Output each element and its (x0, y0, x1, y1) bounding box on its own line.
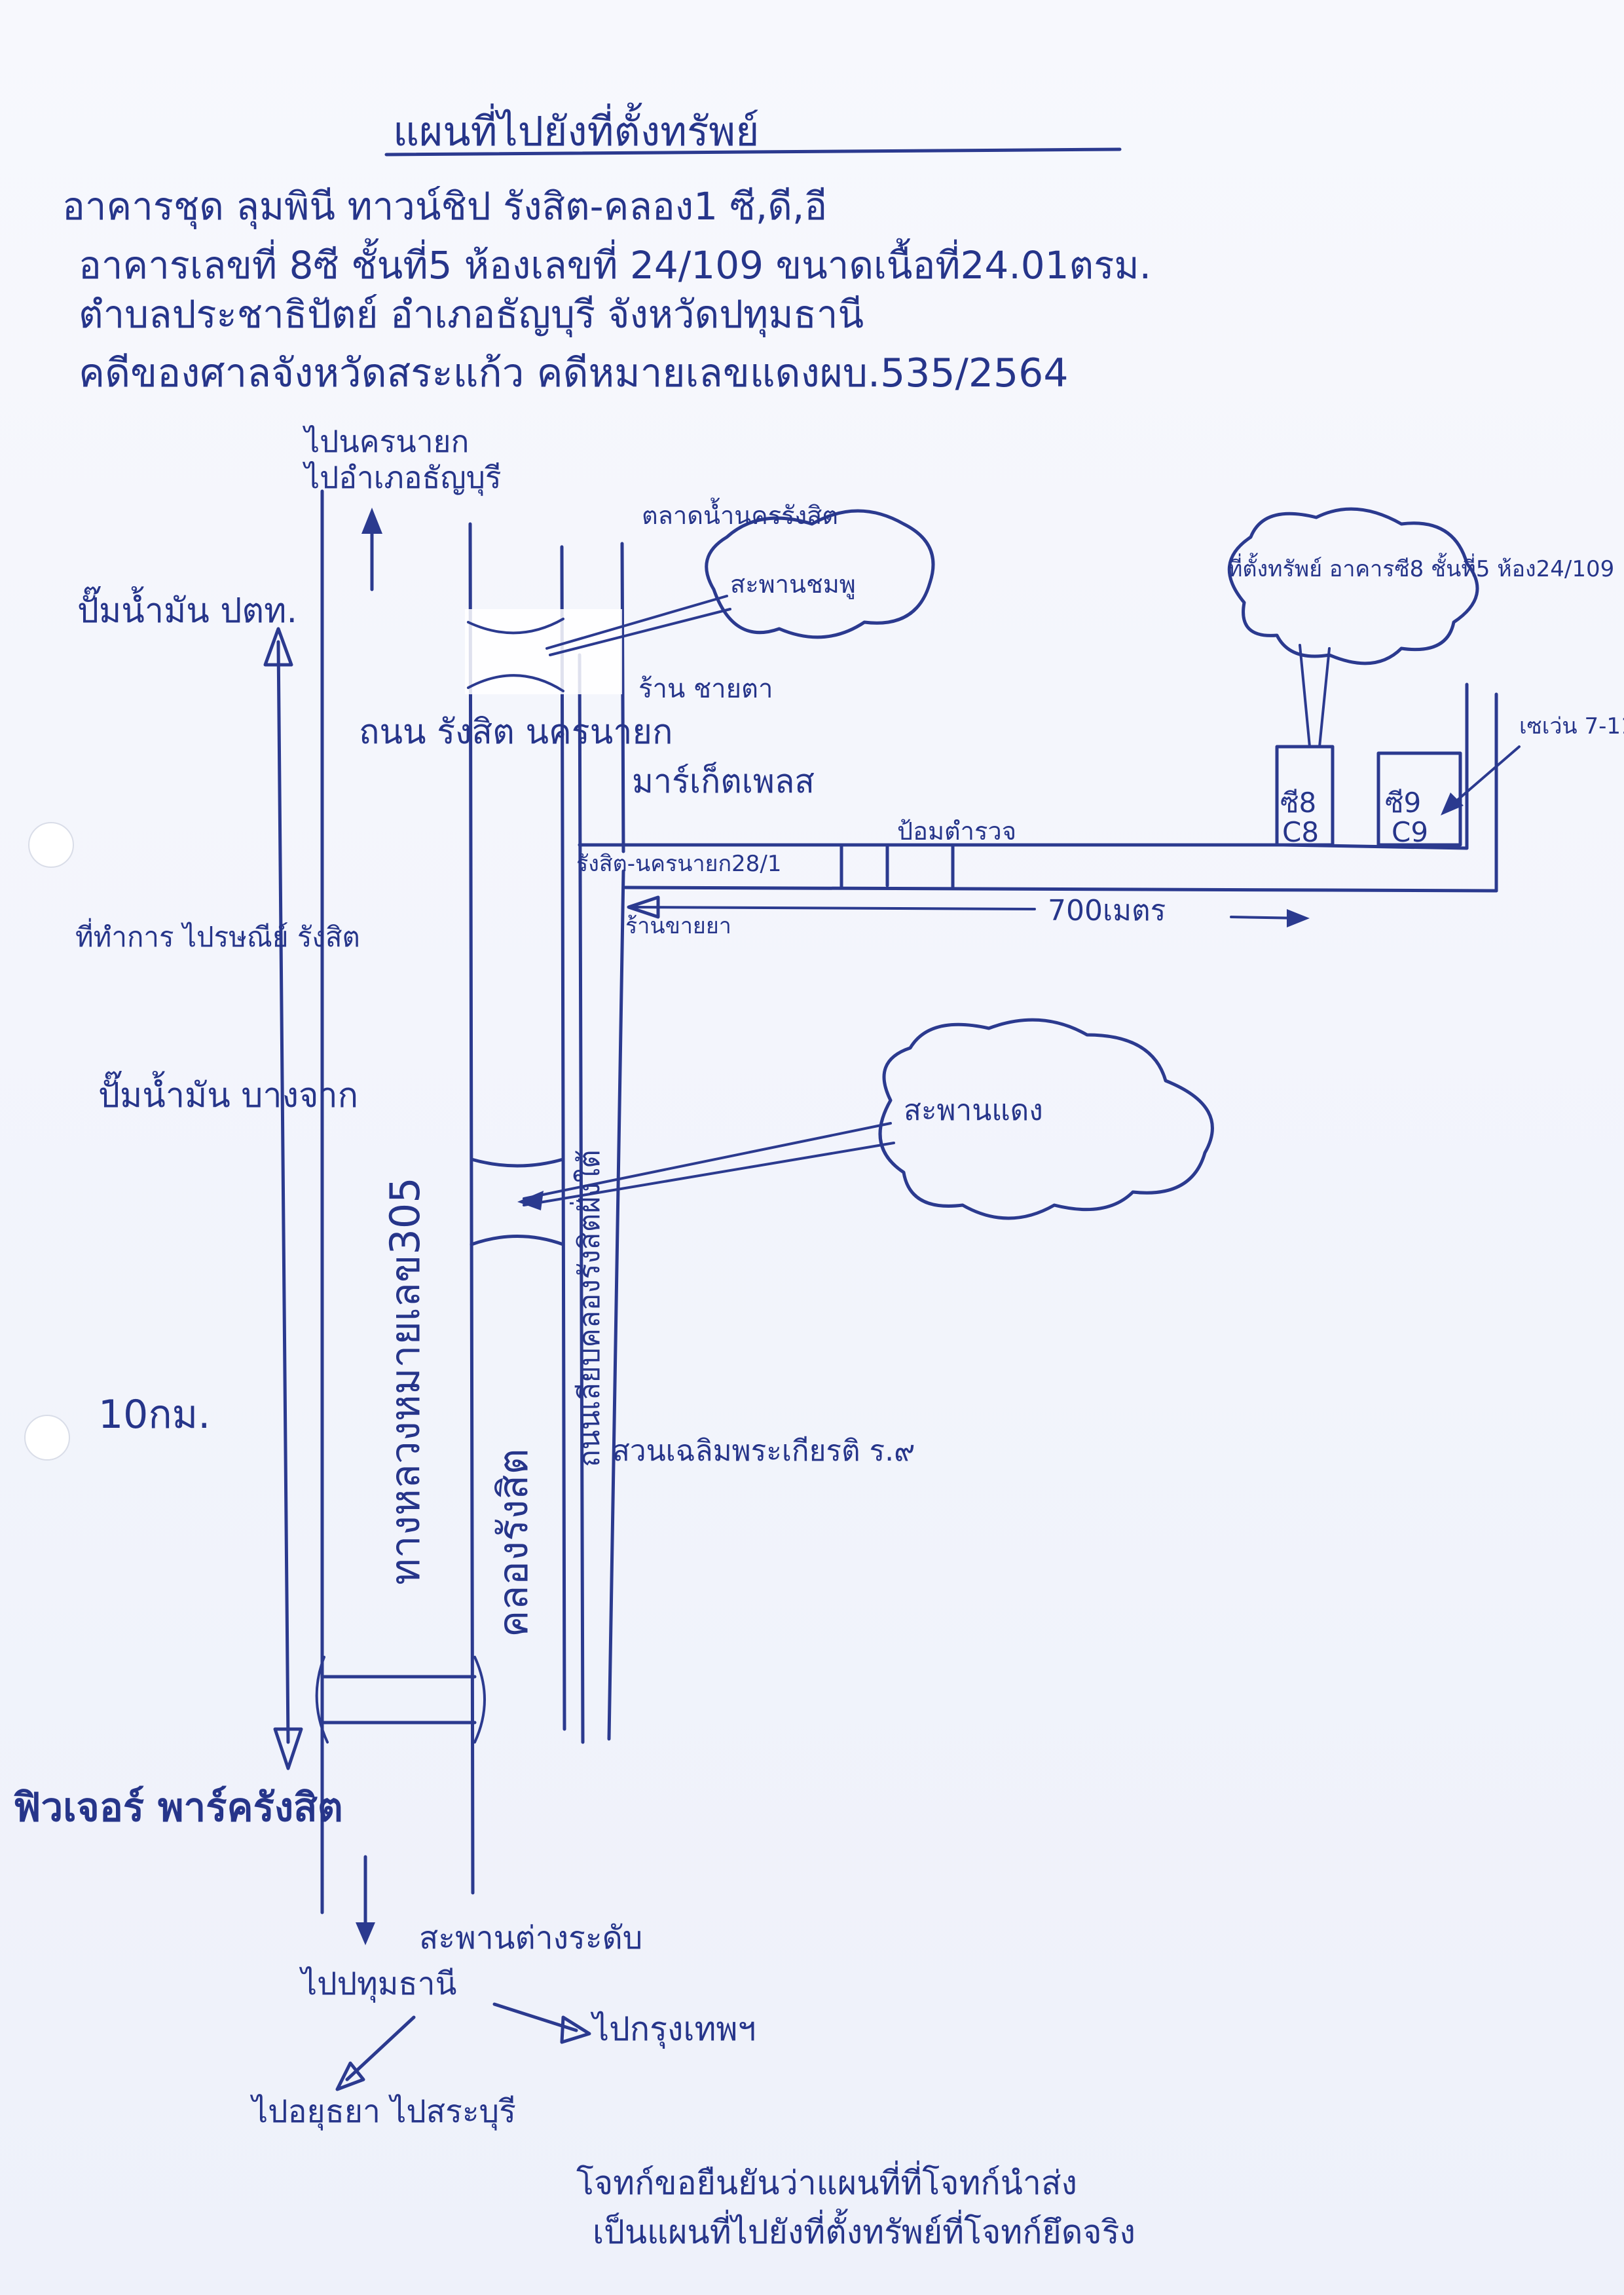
property-cloud-text: ที่ตั้งทรัพย์ อาคารซี8 ชั้นที่5 ห้อง24/1… (1228, 553, 1614, 582)
market-place-label: มาร์เก็ตเพลส (632, 762, 815, 800)
red-bridge-label: สะพานแดง (904, 1094, 1043, 1127)
arrow-down-icon (273, 1727, 303, 1770)
to-ayutthaya-label: ไปอยุธยา ไปสระบุรี (249, 2093, 516, 2131)
khlong-rangsit-label: คลองรังสิต (489, 1448, 537, 1637)
arrow-up-icon (361, 508, 382, 534)
callout-pointer (545, 595, 728, 650)
left-direction-line (276, 640, 290, 1744)
soi-bottom-edge (623, 886, 1498, 893)
red-bridge-shape (470, 1157, 565, 1168)
map-title: แผนที่ไปยังที่ตั้งทรัพย์ (393, 102, 759, 155)
cloud-callout-icon (878, 1018, 1214, 1220)
road-rangsit-label: ถนน รังสิต นครนายก (359, 713, 673, 752)
soi-label: รังสิต-นครนายก28/1 (576, 851, 781, 877)
pink-bridge-label: สะพานชมพู (730, 570, 856, 599)
red-bridge-shape (470, 1235, 565, 1246)
canal-road-line (607, 869, 625, 1741)
seven-eleven-label: เซเว่น 7-11 (1519, 713, 1624, 739)
arrow-icon (1441, 793, 1464, 815)
pink-bridge-shape (467, 618, 564, 635)
callout-pointer (1318, 647, 1331, 748)
header-line-1: อาคารชุด ลุมพินี ทาวน์ชิป รังสิต-คลอง1 ซ… (62, 184, 827, 230)
building-c8-sublabel: C8 (1282, 816, 1319, 848)
punch-hole (24, 1415, 70, 1461)
garden-park-label: สวนเฉลิมพระเกียรติ ร.๙ (612, 1434, 915, 1468)
distance-10km: 10กม. (98, 1392, 210, 1438)
distance-line (631, 906, 1036, 910)
arrow-left-icon (627, 895, 660, 919)
canal-edge-right (578, 653, 585, 1744)
building-c8-label: ซี8 (1280, 787, 1316, 819)
fish-shop-label: ร้าน ชายตา (638, 674, 773, 704)
canal-edge-left (560, 545, 566, 1731)
shop-corner-label: ร้านขายยา (625, 913, 731, 939)
canal-road-label: ถนนเลียบคลองรังสิตฝั่งใต้ (569, 1149, 606, 1467)
arrow-right-icon (560, 2015, 591, 2044)
callout-pointer (523, 1122, 892, 1200)
arrow-icon (345, 2015, 416, 2081)
arrow-icon (335, 2061, 365, 2091)
arrow-up-icon (263, 627, 293, 667)
distance-700m: 700เมตร (1048, 894, 1166, 927)
footer-line-1: โจทก์ขอยืนยันว่าแผนที่ที่โจทก์นำส่ง (576, 2161, 1077, 2202)
arrow-icon (1446, 745, 1521, 810)
arrow-right-icon (1287, 909, 1310, 927)
header-line-2: อาคารเลขที่ 8ซี ชั้นที่5 ห้องเลขที่ 24/1… (79, 238, 1151, 288)
future-park-label: ฟิวเจอร์ พาร์ครังสิต (13, 1785, 343, 1831)
arrow-icon (517, 1191, 544, 1210)
callout-pointer (549, 608, 731, 656)
building-c8 (1275, 745, 1335, 847)
gas-bangchak-label: ปั๊มน้ำมัน บางจาก (98, 1071, 358, 1115)
highway-305-label: ทางหลวงหมายเลข305 (381, 1177, 429, 1585)
cloud-callout-icon (1227, 507, 1479, 665)
header-line-4: คดีของศาลจังหวัดสระแก้ว คดีหมายเลขแดงผบ.… (79, 350, 1069, 396)
market-label: ตลาดน้ำนครรังสิต (642, 497, 838, 530)
to-pathum-label: ไปปทุมธานี (299, 1966, 456, 2003)
callout-pointer (1299, 644, 1311, 748)
interchange-label: สะพานต่างระดับ (419, 1920, 642, 1956)
to-bangkok-label: ไปกรุงเทพฯ (590, 2010, 756, 2049)
building-c9-sublabel: C9 (1392, 816, 1428, 848)
cloud-callout-icon (705, 509, 935, 639)
police-box-label: ป้อมตำรวจ (897, 817, 1016, 846)
footer-line-2: เป็นแผนที่ไปยังที่ตั้งทรัพย์ที่โจทก์ยึดจ… (593, 2209, 1135, 2251)
canal-road-line-top (620, 542, 625, 853)
label-to-nakhon-nayok: ไปนครนายก (302, 424, 469, 459)
label-to-thanyaburi: ไปอำเภอธัญบุรี (302, 460, 502, 496)
highway-edge-right (468, 522, 475, 1895)
punch-hole (28, 822, 74, 868)
rangsit-office-label: ที่ทำการ ไปรษณีย์ รังสิต (75, 918, 360, 953)
pink-bridge-shape (467, 674, 564, 692)
crossing-curve (315, 1656, 329, 1744)
header-line-3: ตำบลประชาธิปัตย์ อำเภอธัญบุรี จังหวัดปทุ… (79, 292, 864, 338)
callout-pointer (523, 1142, 895, 1206)
crossing-curve (473, 1656, 486, 1744)
building-c9-label: ซี9 (1385, 787, 1421, 819)
arrow-down-icon (356, 1922, 375, 1945)
gas-ptt-line1: ปั๊มน้ำมัน ปตท. (77, 586, 297, 631)
title-underline (384, 147, 1122, 157)
